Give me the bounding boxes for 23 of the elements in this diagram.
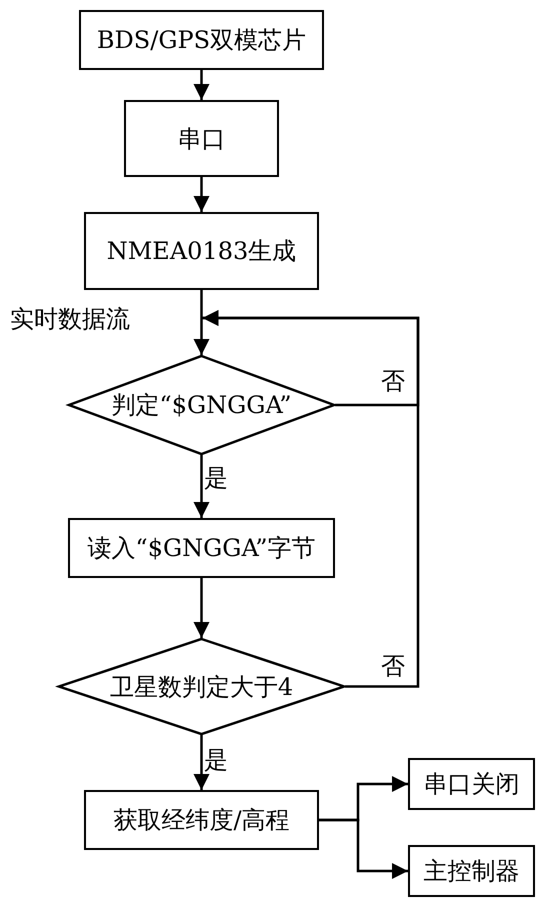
- flow-note: 实时数据流: [10, 306, 130, 332]
- process-box: [84, 790, 319, 850]
- node-label: 判定“$GNGGA”: [111, 390, 292, 421]
- process-box: [408, 758, 535, 810]
- process-box: [124, 100, 279, 177]
- process-box: [84, 212, 319, 290]
- node-label: 串口: [178, 124, 226, 154]
- process-box: [408, 845, 535, 897]
- node-label: 串口关闭: [424, 769, 520, 800]
- process-box: [79, 10, 324, 70]
- node-label: 主控制器: [424, 856, 520, 887]
- edge-label: 否: [381, 653, 405, 680]
- decision-diamond: [58, 638, 345, 735]
- process-box: [68, 518, 335, 578]
- edge-label: 是: [204, 465, 228, 492]
- node-label: 卫星数判定大于4: [110, 672, 294, 702]
- node-label: 读入“$GNGGA”字节: [87, 533, 316, 564]
- node-label: BDS/GPS双模芯片: [96, 25, 306, 56]
- edge-label: 否: [381, 368, 405, 394]
- edge-label: 是: [204, 747, 228, 774]
- node-label: NMEA0183生成: [106, 236, 296, 267]
- decision-diamond: [68, 355, 335, 455]
- node-label: 获取经纬度/高程: [113, 805, 290, 836]
